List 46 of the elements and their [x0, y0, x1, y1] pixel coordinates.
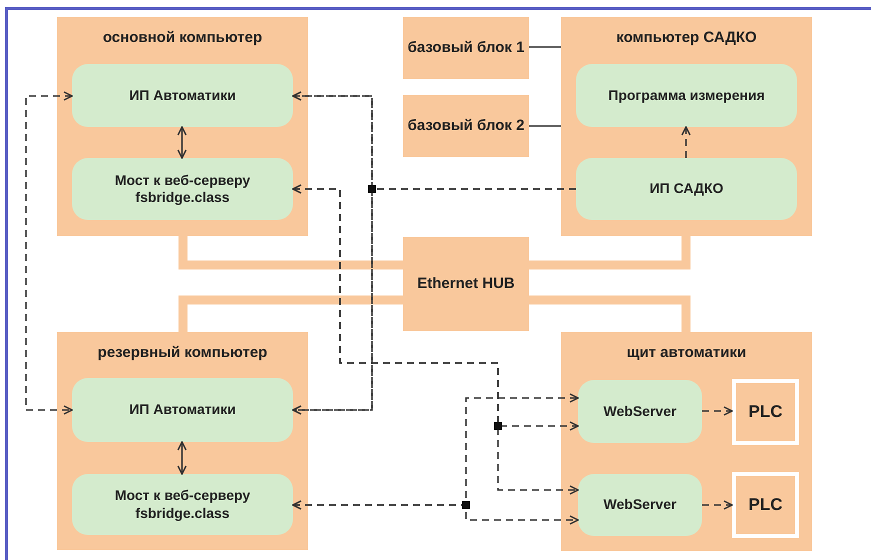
arrow [25, 91, 73, 415]
plc-label: PLC [748, 401, 782, 424]
block-box [403, 95, 529, 157]
module-label: Мост к веб-серверу fsbridge.class [114, 487, 252, 522]
module-label: WebServer [604, 496, 676, 514]
connector-line [529, 125, 561, 127]
arrow [177, 441, 187, 475]
plc-box [732, 379, 799, 445]
arrow [292, 184, 579, 495]
module-box [72, 474, 293, 535]
plc-label: PLC [748, 494, 782, 516]
module-box [576, 158, 797, 220]
cable-line [529, 236, 690, 270]
computer-panel [57, 17, 308, 236]
computer-panel [57, 332, 308, 550]
module-box [578, 474, 702, 536]
plc-box [732, 472, 799, 538]
module-box [576, 64, 797, 127]
computer-panel [561, 17, 812, 236]
module-label: WebServer [604, 402, 676, 420]
module-label: ИП Автоматики [129, 86, 236, 104]
block-box [403, 17, 529, 79]
arrow [702, 500, 733, 510]
arrow [292, 500, 579, 525]
arrow [681, 126, 691, 158]
module-label: ИП САДКО [650, 180, 724, 198]
panel-title: щит автоматики [626, 344, 746, 363]
panel-title: основной компьютер [102, 29, 262, 48]
panel-title: компьютер САДКО [616, 29, 757, 48]
module-box [72, 378, 293, 442]
panel-title: резервный компьютер [98, 344, 268, 363]
arrow [177, 126, 187, 159]
module-label: Мост к веб-серверу fsbridge.class [114, 172, 252, 206]
module-box [578, 380, 702, 443]
module-box [72, 158, 293, 220]
computer-panel [561, 332, 812, 551]
module-label: Программа измерения [608, 86, 765, 104]
module-box [72, 64, 293, 127]
block-label: Ethernet HUB [417, 274, 515, 294]
arrow [702, 406, 733, 416]
block-label: базовый блок 1 [408, 38, 524, 58]
connector-line [529, 46, 561, 48]
block-label: базовый блок 2 [408, 116, 524, 136]
cable-line [178, 236, 403, 270]
block-box [403, 237, 529, 331]
module-label: ИП Автоматики [129, 401, 236, 419]
